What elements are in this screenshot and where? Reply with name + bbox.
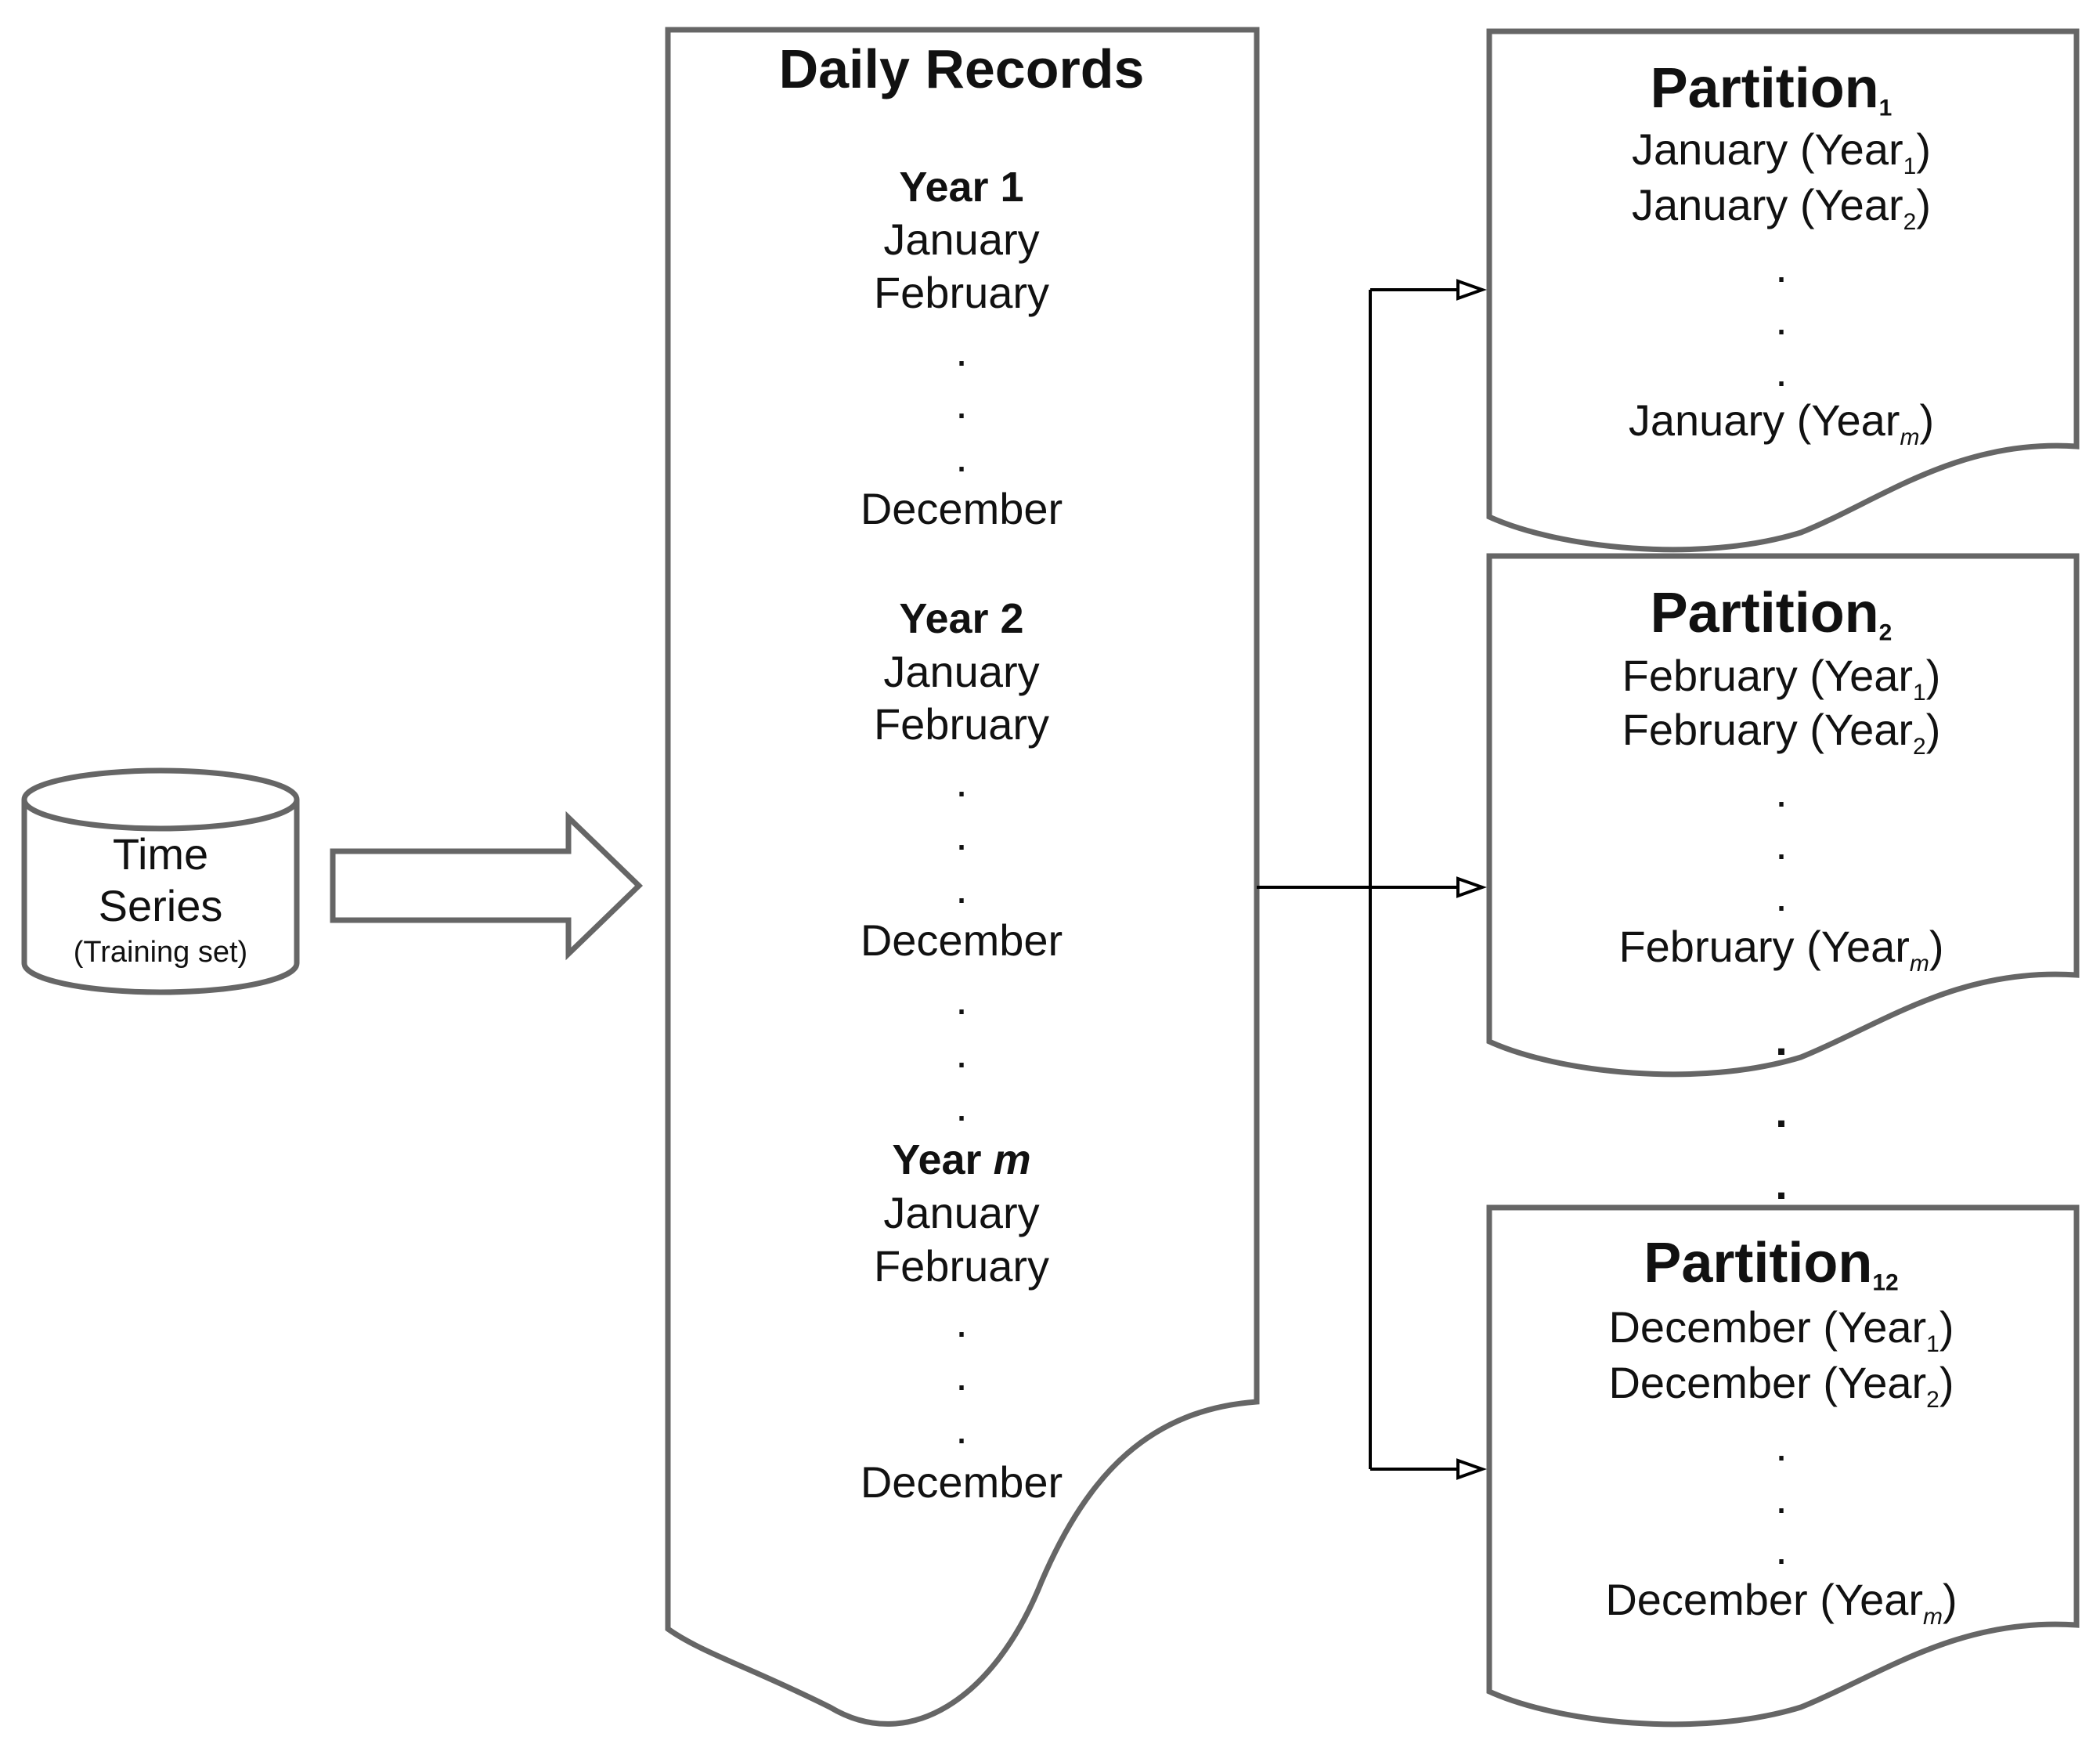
partition-title-subscript: 1 bbox=[1878, 95, 1893, 121]
ellipsis-dot: . bbox=[955, 1297, 968, 1346]
partition-entry: February (Yearm) bbox=[1618, 921, 1943, 977]
year-heading: Year 1 bbox=[899, 164, 1024, 211]
ellipsis-dot: . bbox=[955, 756, 968, 806]
partition-title-subscript: 2 bbox=[1878, 619, 1893, 646]
partition-entry: December (Year1) bbox=[1608, 1302, 1954, 1358]
month-label: January bbox=[883, 1188, 1040, 1237]
entry-text: February (Year bbox=[1622, 651, 1914, 700]
month-label: February bbox=[873, 699, 1050, 749]
ellipsis-dot: . bbox=[955, 378, 968, 428]
ellipsis-dot: . bbox=[955, 1081, 968, 1130]
month-label: February bbox=[873, 268, 1050, 317]
source-label-line2: Series bbox=[98, 881, 223, 930]
ellipsis-dot: . bbox=[1775, 1473, 1788, 1522]
ellipsis-dot: . bbox=[1775, 242, 1788, 291]
entry-close: ) bbox=[1919, 395, 1935, 445]
entry-text: December (Year bbox=[1605, 1575, 1924, 1624]
ellipsis-dot: . bbox=[1775, 1015, 1788, 1064]
entry-text: January (Year bbox=[1632, 180, 1903, 229]
ellipsis-dot: . bbox=[1775, 1159, 1788, 1208]
ellipsis-dot: . bbox=[1775, 1524, 1788, 1573]
entry-text: January (Year bbox=[1632, 125, 1903, 174]
year-heading: Year 2 bbox=[899, 595, 1024, 642]
partition-1-document bbox=[1486, 28, 2080, 553]
ellipsis-dot: . bbox=[1775, 346, 1788, 395]
entry-subscript: 2 bbox=[1913, 734, 1926, 760]
partition-title: Partition2 bbox=[1651, 581, 1893, 647]
ellipsis-dot: . bbox=[955, 974, 968, 1024]
entry-close: ) bbox=[1916, 180, 1931, 229]
ellipsis-dot: . bbox=[955, 1350, 968, 1399]
entry-subscript: m bbox=[1923, 1604, 1943, 1630]
entry-close: ) bbox=[1925, 651, 1941, 700]
entry-text: December (Year bbox=[1608, 1358, 1927, 1407]
partition-2-document bbox=[1486, 553, 2080, 1078]
month-label: February bbox=[873, 1241, 1050, 1291]
partition-title-text: Partition bbox=[1644, 1232, 1873, 1294]
flow-arrow bbox=[330, 811, 644, 961]
entry-subscript: 2 bbox=[1926, 1387, 1939, 1413]
connector-arrowheads bbox=[1456, 279, 1487, 1480]
year-heading-italic: m bbox=[993, 1136, 1031, 1183]
entry-close: ) bbox=[1925, 705, 1941, 754]
entry-subscript: 1 bbox=[1926, 1331, 1939, 1357]
entry-subscript: m bbox=[1900, 424, 1920, 450]
entry-subscript: m bbox=[1909, 951, 1929, 977]
ellipsis-dot: . bbox=[955, 326, 968, 375]
ellipsis-dot: . bbox=[955, 431, 968, 481]
partition-title: Partition1 bbox=[1651, 56, 1893, 122]
partition-title-text: Partition bbox=[1650, 57, 1879, 120]
partition-entry: January (Year2) bbox=[1632, 179, 1931, 236]
ellipsis-dot: . bbox=[1775, 819, 1788, 868]
entry-close: ) bbox=[1916, 125, 1931, 174]
ellipsis-dot: . bbox=[955, 810, 968, 859]
partition-12-document bbox=[1486, 1204, 2080, 1728]
partition-title: Partition12 bbox=[1644, 1231, 1898, 1297]
partition-entry: January (Year1) bbox=[1632, 124, 1931, 180]
month-label: December bbox=[860, 1457, 1063, 1507]
time-series-cylinder bbox=[21, 767, 300, 995]
partition-title-text: Partition bbox=[1650, 582, 1879, 645]
connector-lines bbox=[1257, 288, 1458, 1471]
entry-close: ) bbox=[1943, 1575, 1957, 1624]
ellipsis-dot: . bbox=[955, 1403, 968, 1453]
ellipsis-dot: . bbox=[955, 863, 968, 912]
year-heading-text: Year bbox=[892, 1136, 982, 1183]
month-label: January bbox=[883, 647, 1040, 696]
entry-subscript: 1 bbox=[1913, 680, 1926, 706]
source-label-line3: (Training set) bbox=[73, 936, 248, 969]
entry-text: February (Year bbox=[1618, 922, 1910, 971]
entry-close: ) bbox=[1939, 1358, 1954, 1407]
source-label-line1: Time bbox=[112, 829, 209, 879]
daily-records-document bbox=[665, 27, 1260, 1727]
daily-records-title: Daily Records bbox=[778, 38, 1145, 99]
entry-text: January (Year bbox=[1628, 395, 1900, 445]
year-heading: Year m bbox=[892, 1136, 1030, 1184]
ellipsis-dot: . bbox=[1775, 871, 1788, 920]
partition-entry: February (Year1) bbox=[1622, 650, 1941, 706]
partition-entry: December (Year2) bbox=[1608, 1357, 1954, 1414]
month-label: December bbox=[860, 484, 1063, 533]
entry-subscript: 1 bbox=[1903, 153, 1917, 179]
month-label: January bbox=[883, 215, 1040, 264]
partition-entry: December (Yearm) bbox=[1605, 1574, 1957, 1630]
ellipsis-dot: . bbox=[1775, 1421, 1788, 1470]
entry-close: ) bbox=[1929, 922, 1944, 971]
partition-entry: January (Yearm) bbox=[1629, 395, 1934, 451]
month-label: December bbox=[860, 915, 1063, 965]
entry-close: ) bbox=[1939, 1302, 1954, 1352]
ellipsis-dot: . bbox=[1775, 294, 1788, 344]
ellipsis-dot: . bbox=[955, 1027, 968, 1077]
entry-text: December (Year bbox=[1608, 1302, 1927, 1352]
partition-entry: February (Year2) bbox=[1622, 704, 1941, 760]
ellipsis-dot: . bbox=[1775, 767, 1788, 816]
entry-subscript: 2 bbox=[1903, 209, 1917, 235]
partition-title-subscript: 12 bbox=[1872, 1269, 1899, 1296]
entry-text: February (Year bbox=[1622, 705, 1914, 754]
ellipsis-dot: . bbox=[1775, 1087, 1788, 1136]
